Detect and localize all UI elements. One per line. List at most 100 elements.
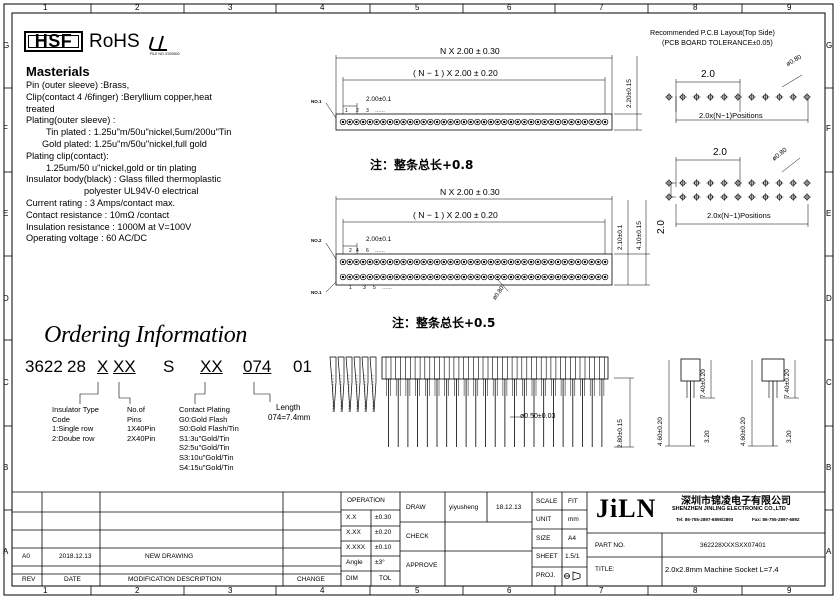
pin-contact	[355, 275, 358, 279]
company-fax: Fax: 86-755-2897-6892	[752, 517, 800, 522]
tail-length: 2.80±0.15	[617, 419, 624, 448]
pin-contact	[409, 120, 412, 124]
pin-contact	[550, 120, 553, 124]
material-line: Pin (outer sleeve) :Brass,	[26, 80, 130, 90]
pin-contact	[563, 275, 566, 279]
pin-contact	[415, 260, 419, 264]
pin-contact	[550, 260, 553, 264]
date-head: DATE	[64, 576, 81, 583]
length-line: Length	[276, 403, 301, 412]
pin-contact	[570, 120, 573, 124]
insulator-line: 2:Doube row	[52, 433, 95, 443]
material-line: treated	[26, 103, 55, 114]
tb-proj: PROJ.	[536, 572, 556, 579]
tb-part-no-label: PART NO.	[595, 542, 625, 549]
dim-total-length-2: N X 2.00 ± 0.30	[440, 187, 500, 197]
material-line: Plating clip(contact):	[26, 150, 109, 161]
border-col-label: 2	[135, 3, 140, 12]
rev-code: A0	[22, 553, 30, 560]
pin-contact	[523, 275, 526, 279]
title-block-grid	[12, 491, 825, 586]
pin-contact	[429, 275, 432, 279]
dim-total-length: N X 2.00 ± 0.30	[440, 46, 500, 56]
pin-contact	[603, 120, 607, 124]
tb-unit-value: mm	[568, 516, 579, 523]
pin-contact	[597, 275, 600, 279]
pin-contact	[590, 275, 593, 279]
pin-contact	[529, 120, 533, 124]
pin-contact	[456, 260, 459, 264]
tb-size-value: A4	[568, 535, 576, 542]
pin-contact	[469, 120, 472, 124]
description-head: MODIFICATION DESCRIPTION	[128, 576, 222, 583]
pin-contact	[375, 275, 378, 279]
plating-line: Contact Plating	[179, 405, 230, 414]
border-col-label: 7	[599, 586, 604, 595]
company-tel: Tel: 86-755-2897-6895/2893	[676, 517, 734, 522]
plating-line: S4:15u"Gold/Tin	[179, 462, 234, 472]
border-row-label: C	[3, 378, 9, 387]
pin-number: 2	[349, 248, 352, 254]
pin-contact	[341, 260, 345, 264]
pin-contact	[435, 260, 439, 264]
material-line: Insulator body(black) : Glass filled the…	[26, 174, 222, 185]
tb-scale: SCALE	[536, 498, 558, 505]
ordering-title: Ordering Information	[44, 322, 248, 348]
change-head: CHANGE	[297, 576, 325, 583]
border-col-label: 1	[43, 586, 48, 595]
pin-contact	[536, 275, 540, 279]
pin-contact	[496, 120, 499, 124]
pins-line: 2X40Pin	[127, 433, 156, 443]
pcb2-row-spacing: 2.0	[656, 220, 667, 234]
pin-contact	[577, 120, 580, 124]
tb-sheet: SHEET	[536, 553, 558, 560]
border-col-label: 5	[415, 3, 420, 12]
tolerance-value: ±0.30	[375, 514, 392, 521]
ordering-code-segment: XX	[113, 357, 136, 376]
pin-contact	[348, 120, 351, 124]
pin-contact	[476, 120, 479, 124]
pin-contact	[368, 275, 372, 279]
border-col-label: 9	[787, 3, 792, 12]
plating-line: S2:5u"Gold/Tin	[179, 443, 230, 453]
tb-title: 2.0x2.8mm Machine Socket L=7.4	[665, 565, 779, 574]
pin-contact	[590, 260, 593, 264]
material-line: Operating voltage : 60 AC/DC	[26, 233, 148, 244]
pin-contact	[516, 275, 519, 279]
pin-contact	[382, 275, 385, 279]
insulator-line: Code	[52, 414, 70, 424]
pin-contact	[482, 260, 486, 264]
pin-contact	[456, 120, 459, 124]
pin-contact	[388, 275, 392, 279]
pin-contact	[402, 120, 405, 124]
plating-line: G0:Gold Flash	[179, 414, 228, 424]
tb-scale-value: FIT	[568, 498, 578, 505]
ordering-leader-lines	[79, 382, 271, 404]
pin-contact	[422, 275, 425, 279]
pin-contact	[536, 120, 540, 124]
single-row-end-view	[665, 358, 715, 447]
company-name-en: SHENZHEN JINLING ELECTRONIC CO.,LTD	[672, 506, 786, 512]
pin-contact	[489, 260, 493, 264]
pin-contact	[422, 120, 425, 124]
pin-contact	[583, 260, 587, 264]
pin-contact	[415, 275, 419, 279]
border-col-label: 6	[507, 586, 512, 595]
pin-contact	[563, 120, 566, 124]
border-row-label: B	[3, 463, 9, 472]
border-row-label: E	[3, 209, 9, 218]
pin-contact	[449, 120, 452, 124]
border-row-label: A	[3, 547, 9, 556]
tb-drawer: yiyusheng	[449, 504, 479, 511]
border-col-label: 3	[228, 586, 233, 595]
pin-contact	[496, 260, 499, 264]
pin-contact	[503, 275, 506, 279]
pin-contact	[597, 120, 600, 124]
pin-contact	[375, 260, 378, 264]
tolerance-class: X.X	[346, 514, 357, 521]
dim-h1: 2.10±0.1	[617, 224, 624, 250]
pin-number: 3	[363, 285, 366, 291]
pcb1-pitch: 2.0	[701, 69, 715, 80]
pin-contact	[556, 275, 560, 279]
